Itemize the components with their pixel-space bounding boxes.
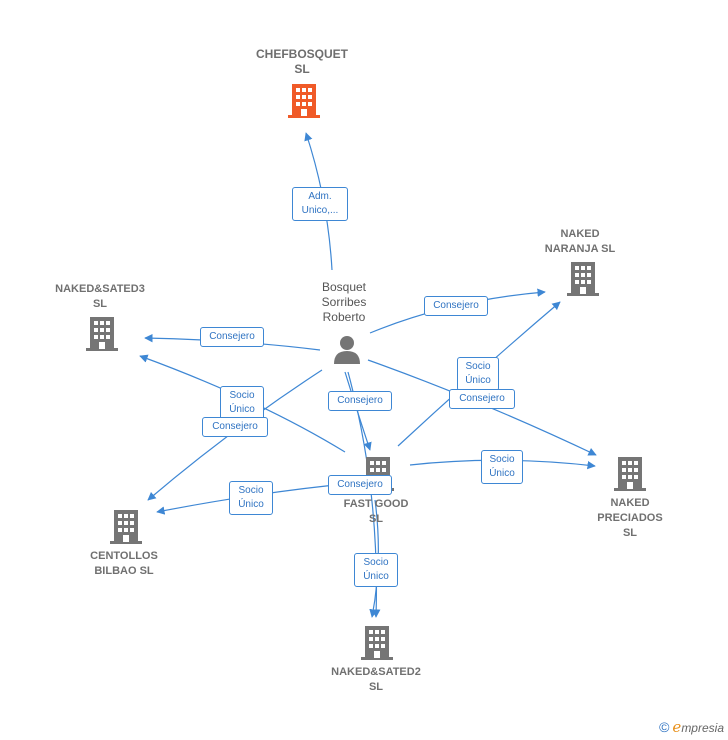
- edge-label-socio-sated3[interactable]: Socio Único: [220, 386, 264, 420]
- edge-label-consejero-sated2[interactable]: Consejero: [328, 475, 392, 495]
- edge-label-socio-sated2[interactable]: Socio Único: [354, 553, 398, 587]
- brand-logo-e: e: [672, 718, 682, 736]
- fast-good-label[interactable]: FAST GOOD SL: [343, 498, 409, 525]
- naked-preciados-building-icon[interactable]: [614, 457, 646, 491]
- footer-brand[interactable]: ©empresia: [659, 718, 724, 736]
- edge-label-consejero-centollos[interactable]: Consejero: [202, 417, 268, 437]
- naked-sated3-building-icon[interactable]: [86, 317, 118, 351]
- centollos-label[interactable]: CENTOLLOS BILBAO SL: [90, 550, 158, 577]
- naked-sated3-label[interactable]: NAKED&SATED3 SL: [55, 283, 145, 310]
- edge-label-consejero-fastgood[interactable]: Consejero: [328, 391, 392, 411]
- edge-label-socio-centollos[interactable]: Socio Único: [229, 481, 273, 515]
- edge-label-consejero-preciados[interactable]: Consejero: [449, 389, 515, 409]
- edge-label-consejero-sated3[interactable]: Consejero: [200, 327, 264, 347]
- centollos-building-icon[interactable]: [110, 510, 142, 544]
- person-label[interactable]: Bosquet Sorribes Roberto: [321, 280, 367, 324]
- person-icon[interactable]: [333, 334, 361, 364]
- naked-preciados-label[interactable]: NAKED PRECIADOS SL: [597, 497, 663, 539]
- chefbosquet-building-icon[interactable]: [288, 84, 320, 118]
- edge-label-adm-unico[interactable]: Adm. Unico,...: [292, 187, 348, 221]
- brand-name: mpresia: [681, 721, 724, 735]
- naked-naranja-label[interactable]: NAKED NARANJA SL: [544, 228, 616, 255]
- chefbosquet-label[interactable]: CHEFBOSQUET SL: [255, 47, 348, 76]
- edge-label-socio-preciados[interactable]: Socio Único: [481, 450, 523, 484]
- copyright-icon: ©: [659, 719, 670, 735]
- edge-label-consejero-naranja[interactable]: Consejero: [424, 296, 488, 316]
- naked-sated2-label[interactable]: NAKED&SATED2 SL: [331, 666, 421, 693]
- naked-sated2-building-icon[interactable]: [361, 626, 393, 660]
- naked-naranja-building-icon[interactable]: [567, 262, 599, 296]
- edge-label-socio-naranja[interactable]: Socio Único: [457, 357, 499, 391]
